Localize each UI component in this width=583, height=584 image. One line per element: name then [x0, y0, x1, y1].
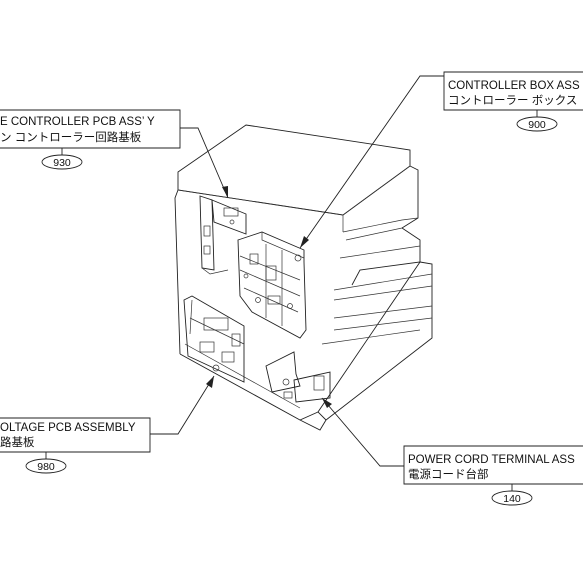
label-box: [0, 109, 181, 149]
controller-box-part: [237, 231, 307, 339]
high-voltage-label-en: OLTAGE PCB ASSEMBLY: [0, 422, 136, 434]
leader-line: [180, 127, 229, 199]
callout-high-voltage-pcb: OLTAGE PCB ASSEMBLY 路基板 980: [0, 375, 215, 474]
part-number-bubble: [25, 458, 67, 474]
leader-arrow: [222, 186, 228, 198]
leader-line: [299, 75, 444, 249]
controller-box-part-number: 900: [528, 119, 546, 131]
leader-arrow: [206, 376, 214, 388]
leader-arrow: [322, 398, 332, 408]
engine-controller-label-en: E CONTROLLER PCB ASS’ Y: [0, 116, 155, 128]
power-cord-label-jp: 電源コード台部: [408, 467, 489, 481]
engine-controller-pcb-part: [199, 195, 247, 275]
machine-body: [174, 124, 433, 431]
power-cord-part-number: 140: [503, 493, 521, 505]
engine-controller-label-jp: ン コントローラー回路基板: [0, 130, 142, 144]
power-cord-terminal-part: [265, 351, 331, 403]
controller-box-label-en: CONTROLLER BOX ASS: [448, 80, 580, 92]
part-number-bubble: [491, 490, 533, 506]
label-box: [0, 417, 151, 453]
high-voltage-pcb-part: [183, 295, 245, 383]
high-voltage-part-number: 980: [37, 461, 55, 473]
high-voltage-label-jp: 路基板: [0, 435, 35, 449]
callout-controller-box: CONTROLLER BOX ASS コントローラー ボックス 900: [299, 71, 583, 249]
power-cord-label-en: POWER CORD TERMINAL ASS: [408, 454, 575, 466]
label-box: [443, 71, 583, 111]
callout-power-cord-terminal: POWER CORD TERMINAL ASS 電源コード台部 140: [321, 397, 583, 506]
leader-line: [150, 375, 215, 435]
callout-engine-controller-pcb: E CONTROLLER PCB ASS’ Y ン コントローラー回路基板 93…: [0, 109, 229, 199]
part-number-bubble: [516, 116, 558, 132]
leader-line: [321, 397, 404, 467]
label-box: [403, 445, 583, 485]
engine-controller-part-number: 930: [53, 157, 71, 169]
part-number-bubble: [41, 154, 83, 170]
controller-box-label-jp: コントローラー ボックス: [448, 94, 577, 107]
leader-arrow: [300, 236, 309, 248]
